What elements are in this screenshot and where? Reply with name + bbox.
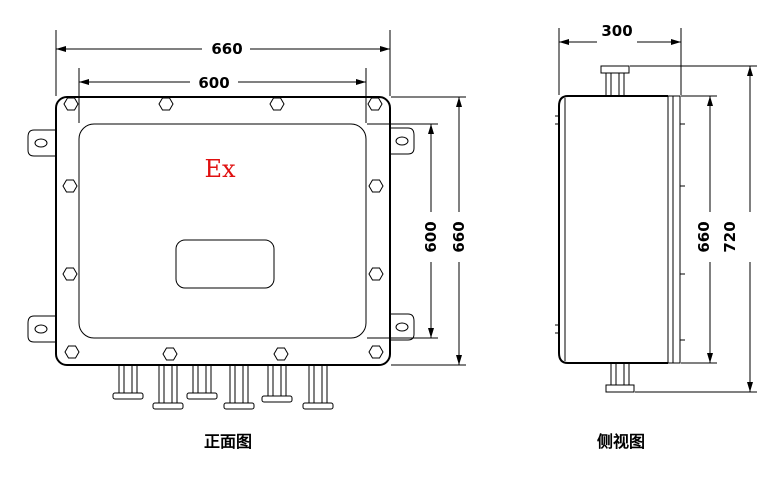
ex-marking: Ex: [204, 155, 236, 183]
dim-label-720: 720: [721, 221, 739, 252]
mounting-ear-bottom-right: [390, 313, 415, 341]
hex-bolt: [367, 97, 383, 111]
cable-glands: [112, 366, 334, 410]
dimension-overall-width: 660: [55, 30, 391, 96]
mounting-ear-top-left: [27, 129, 56, 157]
dimension-total-height: 720: [630, 65, 757, 393]
dim-label-660-height: 660: [450, 221, 468, 252]
hex-bolt: [64, 345, 80, 359]
side-view-caption: 侧视图: [597, 432, 645, 451]
cable-gland: [112, 366, 144, 400]
top-gland: [600, 65, 630, 96]
cable-gland: [261, 366, 293, 403]
dimension-depth: 300: [558, 22, 682, 95]
hex-bolt: [368, 179, 384, 193]
dim-label-300: 300: [601, 22, 632, 40]
cover-bolts: [62, 97, 384, 361]
viewing-window: [175, 239, 275, 289]
side-flange: [667, 95, 681, 364]
hex-bolt: [62, 267, 78, 281]
cable-gland: [223, 366, 255, 410]
hex-bolt: [158, 97, 174, 111]
hex-bolt: [63, 97, 79, 111]
hex-bolt: [62, 179, 78, 193]
hex-bolt: [273, 347, 289, 361]
hex-bolt: [368, 267, 384, 281]
front-view: Ex 660 600: [27, 30, 468, 451]
hex-bolt: [368, 345, 384, 359]
cable-gland: [186, 366, 218, 400]
dim-label-660-width: 660: [211, 40, 242, 58]
dim-label-600-height: 600: [422, 221, 440, 252]
enclosure-outer-frame: [55, 96, 391, 366]
cable-gland: [152, 366, 184, 410]
cable-gland: [302, 366, 334, 410]
dimension-overall-height: 660: [391, 96, 468, 366]
dimension-inner-width: 600: [78, 68, 367, 123]
dim-label-600-width: 600: [198, 74, 229, 92]
side-bolt-marks: [555, 115, 685, 341]
dimension-inner-height: 600: [367, 123, 440, 339]
hex-bolt: [269, 97, 285, 111]
dimension-body-height: 660: [681, 95, 717, 364]
side-body-outline: [558, 95, 668, 364]
side-view: 300 660 720 侧视图: [555, 22, 757, 451]
mounting-ear-top-right: [390, 127, 415, 155]
bottom-gland: [605, 363, 635, 393]
hex-bolt: [162, 347, 178, 361]
front-view-caption: 正面图: [204, 432, 252, 451]
enclosure-cover-panel: [78, 123, 367, 339]
mounting-ear-bottom-left: [27, 315, 56, 343]
dim-label-660-side: 660: [695, 221, 713, 252]
